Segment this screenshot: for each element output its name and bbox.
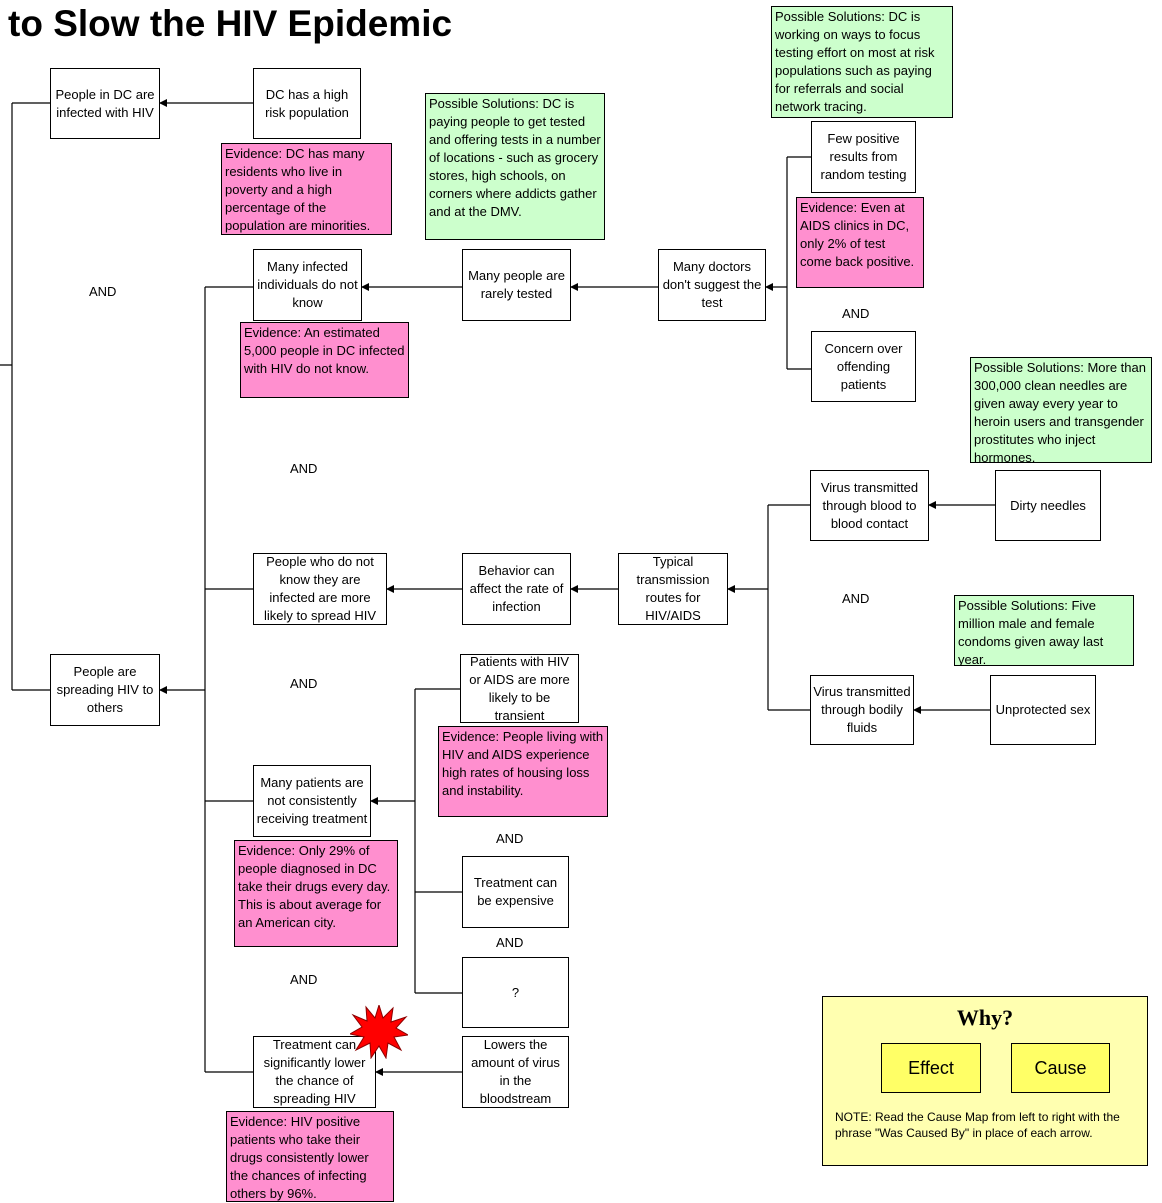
evidence-not-receiving: Evidence: Only 29% of people diagnosed i… <box>234 840 398 947</box>
node-unprotected-sex: Unprotected sex <box>990 675 1096 745</box>
node-infected: People in DC are infected with HIV <box>50 68 160 139</box>
solution-needles: Possible Solutions: More than 300,000 cl… <box>970 357 1152 463</box>
starburst-icon <box>350 1005 408 1059</box>
evidence-transient: Evidence: People living with HIV and AID… <box>438 726 608 817</box>
and-label: AND <box>842 306 870 321</box>
node-high-risk: DC has a high risk population <box>253 68 361 139</box>
evidence-high-risk: Evidence: DC has many residents who live… <box>221 143 392 235</box>
node-do-not-know: Many infected individuals do not know <box>253 249 362 321</box>
node-lowers-virus: Lowers the amount of virus in the bloods… <box>462 1036 569 1108</box>
node-few-positive: Few positive results from random testing <box>811 121 916 193</box>
and-label: AND <box>290 676 318 691</box>
connector-routes-causes <box>767 504 810 711</box>
and-label: AND <box>496 831 524 846</box>
legend-note: NOTE: Read the Cause Map from left to ri… <box>835 1110 1120 1140</box>
node-bodily-fluids: Virus transmitted through bodily fluids <box>810 675 914 745</box>
node-behavior: Behavior can affect the rate of infectio… <box>462 553 571 625</box>
node-treatment-lowers: Treatment can significantly lower the ch… <box>253 1036 376 1108</box>
node-concern-offending: Concern over offending patients <box>811 331 916 402</box>
solution-testing-pay: Possible Solutions: DC is paying people … <box>425 93 605 240</box>
page-title: to Slow the HIV Epidemic <box>8 3 453 44</box>
evidence-treatment: Evidence: HIV positive patients who take… <box>226 1111 394 1202</box>
evidence-do-not-know: Evidence: An estimated 5,000 people in D… <box>240 322 409 398</box>
node-transient: Patients with HIV or AIDS are more likel… <box>460 654 579 723</box>
node-doctors-dont-suggest: Many doctors don't suggest the test <box>658 249 766 321</box>
connector-doctors-causes <box>786 156 811 370</box>
node-spreading: People are spreading HIV to others <box>50 654 160 726</box>
legend-cause-box: Cause <box>1011 1043 1110 1093</box>
connector-treatment-causes <box>414 688 462 994</box>
node-routes: Typical transmission routes for HIV/AIDS <box>618 553 728 625</box>
solution-condoms: Possible Solutions: Five million male an… <box>954 595 1134 666</box>
and-label: AND <box>290 972 318 987</box>
node-not-receiving: Many patients are not consistently recei… <box>253 765 371 837</box>
connector-spreading-trunk <box>204 286 253 1073</box>
and-label: AND <box>496 935 524 950</box>
legend-panel: Why? Effect Cause NOTE: Read the Cause M… <box>822 996 1148 1166</box>
connector-root-trunk <box>0 102 50 691</box>
and-label: AND <box>290 461 318 476</box>
node-blood: Virus transmitted through blood to blood… <box>810 470 929 541</box>
and-label: AND <box>89 284 117 299</box>
solution-testing-focus: Possible Solutions: DC is working on way… <box>771 6 953 118</box>
and-label: AND <box>842 591 870 606</box>
node-expensive: Treatment can be expensive <box>462 856 569 928</box>
node-rarely-tested: Many people are rarely tested <box>462 249 571 321</box>
legend-effect-box: Effect <box>881 1043 981 1093</box>
node-unknown-cause: ? <box>462 957 569 1028</box>
node-likely-spread: People who do not know they are infected… <box>253 553 387 625</box>
evidence-few-positive: Evidence: Even at AIDS clinics in DC, on… <box>796 197 924 288</box>
node-dirty-needles: Dirty needles <box>995 470 1101 541</box>
legend-title: Why? <box>956 1005 1014 1030</box>
